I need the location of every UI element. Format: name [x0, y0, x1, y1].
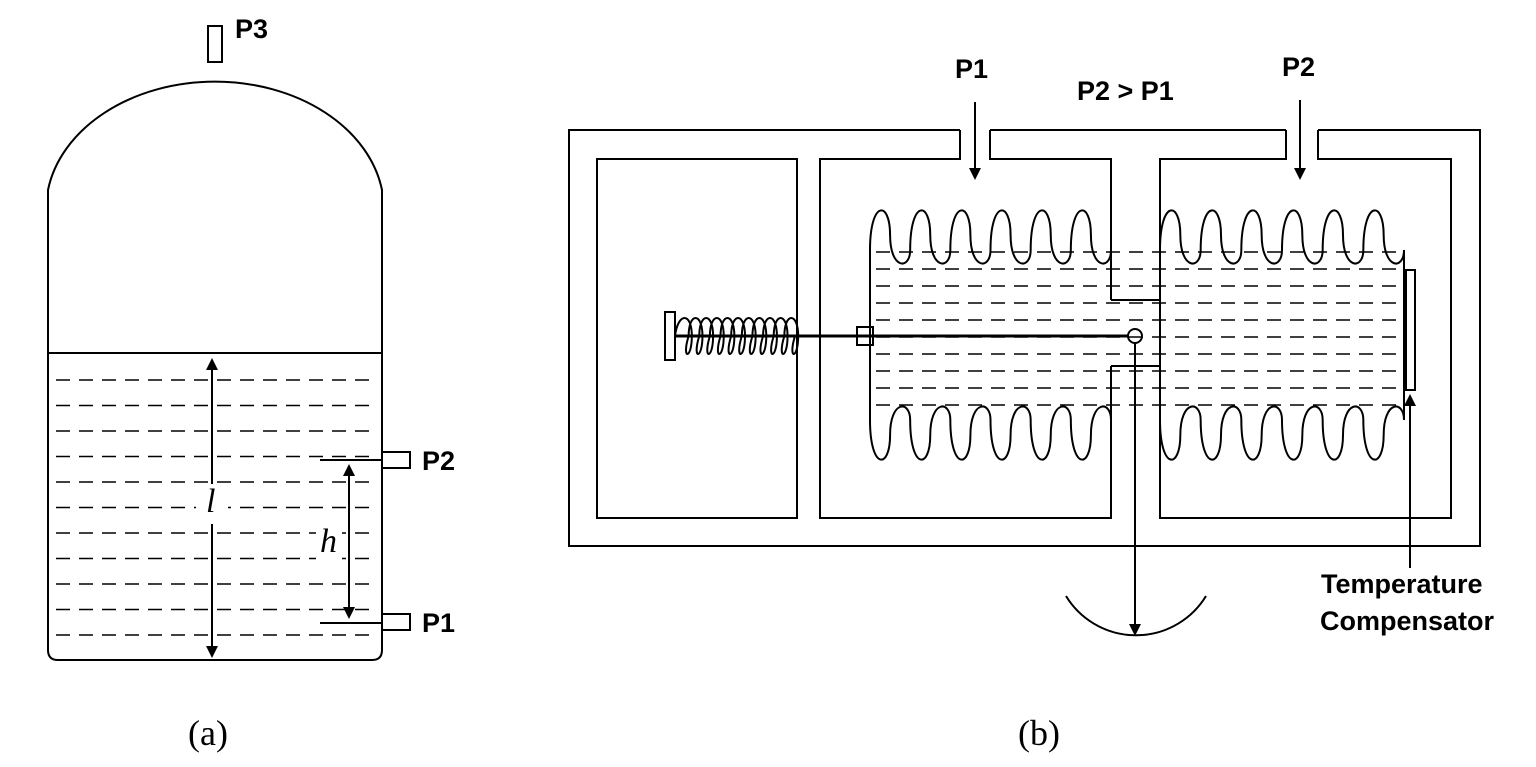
label-p1-transmitter: P1: [955, 54, 988, 84]
label-p2-transmitter: P2: [1282, 52, 1315, 82]
spring-chamber: [596, 158, 798, 519]
output-scale-arc: [1065, 595, 1207, 637]
label-p3: P3: [235, 14, 268, 44]
label-pressure-relation: P2 > P1: [1077, 76, 1174, 106]
p3-nozzle: [207, 25, 223, 63]
high-pressure-chamber: [1159, 130, 1452, 519]
label-h: h: [320, 523, 337, 560]
p2-nozzle: [381, 451, 411, 469]
p1-nozzle: [381, 613, 411, 631]
label-p1-tank: P1: [422, 608, 455, 638]
outer-housing: [568, 129, 1481, 547]
label-p2-tank: P2: [422, 446, 455, 476]
caption-a: (a): [188, 713, 228, 753]
label-temperature: Temperature: [1321, 569, 1483, 599]
spring-anchor: [664, 311, 676, 361]
rod-seal-block: [856, 326, 874, 346]
right-bellows: [1159, 209, 1405, 461]
label-l: l: [206, 483, 215, 520]
figure-b-transmitter: [568, 100, 1481, 637]
temperature-compensator: [1405, 269, 1416, 391]
pivot-point: [1127, 328, 1143, 344]
fill-dashes: [876, 251, 1400, 406]
low-pressure-chamber: [819, 130, 1112, 519]
figure-a-tank: [47, 25, 411, 661]
tank-outline: [47, 80, 383, 661]
caption-b: (b): [1018, 713, 1060, 753]
label-compensator: Compensator: [1320, 606, 1495, 636]
